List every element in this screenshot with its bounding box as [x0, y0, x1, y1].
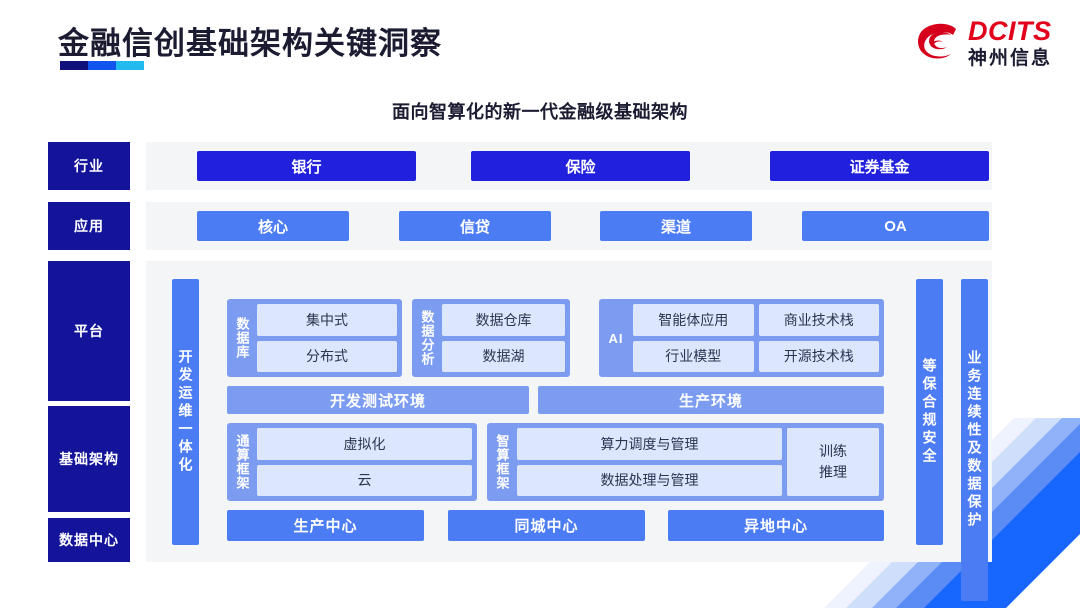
rail-devops: 开发运维一体化	[172, 279, 199, 545]
cell-centralized[interactable]: 集中式	[257, 304, 397, 336]
rail-security-compliance: 等保合规安全	[916, 279, 943, 545]
group-general-compute-framework: 通算框架 虚拟化 云	[227, 423, 477, 501]
group-label-data-analytics: 数据分析	[419, 310, 435, 366]
stage-label-datacenter: 数据中心	[48, 518, 130, 562]
cell-distributed[interactable]: 分布式	[257, 340, 397, 372]
cell-compute-scheduling[interactable]: 算力调度与管理	[517, 428, 782, 460]
industry-chip-securities-fund[interactable]: 证券基金	[770, 151, 989, 181]
architecture-diagram: 行业 应用 平台 基础架构 数据中心 银行 保险 证券基金 核心 信贷 渠道 O…	[48, 142, 992, 601]
logo-wordmark-cn: 神州信息	[967, 48, 1052, 69]
application-chip-channel[interactable]: 渠道	[600, 211, 752, 241]
industry-chip-insurance[interactable]: 保险	[471, 151, 690, 181]
rule-segment-1	[60, 61, 88, 70]
stage-label-platform: 平台	[48, 261, 130, 401]
group-data-analytics: 数据分析 数据仓库 数据湖	[412, 299, 570, 377]
bar-dev-test-environment[interactable]: 开发测试环境	[227, 386, 529, 414]
cell-data-processing[interactable]: 数据处理与管理	[517, 464, 782, 496]
stage-column: 行业 应用 平台 基础架构 数据中心	[48, 142, 130, 568]
application-chip-credit[interactable]: 信贷	[399, 211, 551, 241]
group-intelligent-compute-framework: 智算框架 算力调度与管理 数据处理与管理 训练 推理	[487, 423, 884, 501]
cell-opensource-stack[interactable]: 开源技术栈	[758, 340, 879, 372]
datacenter-chip-remote[interactable]: 异地中心	[668, 510, 884, 541]
industry-panel: 银行 保险 证券基金	[146, 142, 992, 190]
cell-data-warehouse[interactable]: 数据仓库	[442, 304, 565, 336]
dcits-swoosh-icon	[915, 20, 961, 66]
application-chip-core[interactable]: 核心	[197, 211, 349, 241]
slide-subtitle: 面向智算化的新一代金融级基础架构	[392, 102, 688, 122]
group-ai: AI 智能体应用 商业技术栈 行业模型 开源技术栈	[599, 299, 884, 377]
brand-logo: DCITS 神州信息	[915, 18, 1052, 68]
datacenter-chip-metro[interactable]: 同城中心	[448, 510, 645, 541]
group-database: 数据库 集中式 分布式	[227, 299, 402, 377]
group-label-intelligent-compute: 智算框架	[494, 434, 510, 490]
cell-data-lake[interactable]: 数据湖	[442, 340, 565, 372]
application-panel: 核心 信贷 渠道 OA	[146, 202, 992, 250]
cell-virtualization[interactable]: 虚拟化	[257, 428, 472, 460]
stage-label-industry: 行业	[48, 142, 130, 190]
rail-business-continuity: 业务连续性及数据保护	[961, 279, 988, 601]
application-chip-oa[interactable]: OA	[802, 211, 989, 241]
cell-industry-model[interactable]: 行业模型	[633, 340, 754, 372]
group-label-ai: AI	[608, 330, 624, 346]
cell-agent-application[interactable]: 智能体应用	[633, 304, 754, 336]
cell-commercial-stack[interactable]: 商业技术栈	[758, 304, 879, 336]
group-label-general-compute: 通算框架	[234, 434, 250, 490]
industry-chip-bank[interactable]: 银行	[197, 151, 416, 181]
rule-segment-2	[88, 61, 116, 70]
cell-training-inference[interactable]: 训练 推理	[787, 428, 879, 496]
cell-cloud[interactable]: 云	[257, 464, 472, 496]
page-title: 金融信创基础架构关键洞察	[58, 26, 442, 61]
bar-production-environment[interactable]: 生产环境	[538, 386, 884, 414]
logo-wordmark-en: DCITS	[967, 16, 1052, 46]
group-label-database: 数据库	[234, 317, 250, 359]
title-underline-rule	[60, 61, 144, 70]
datacenter-chip-production[interactable]: 生产中心	[227, 510, 424, 541]
stage-label-infrastructure: 基础架构	[48, 406, 130, 512]
stage-label-application: 应用	[48, 202, 130, 250]
rule-segment-3	[116, 61, 144, 70]
